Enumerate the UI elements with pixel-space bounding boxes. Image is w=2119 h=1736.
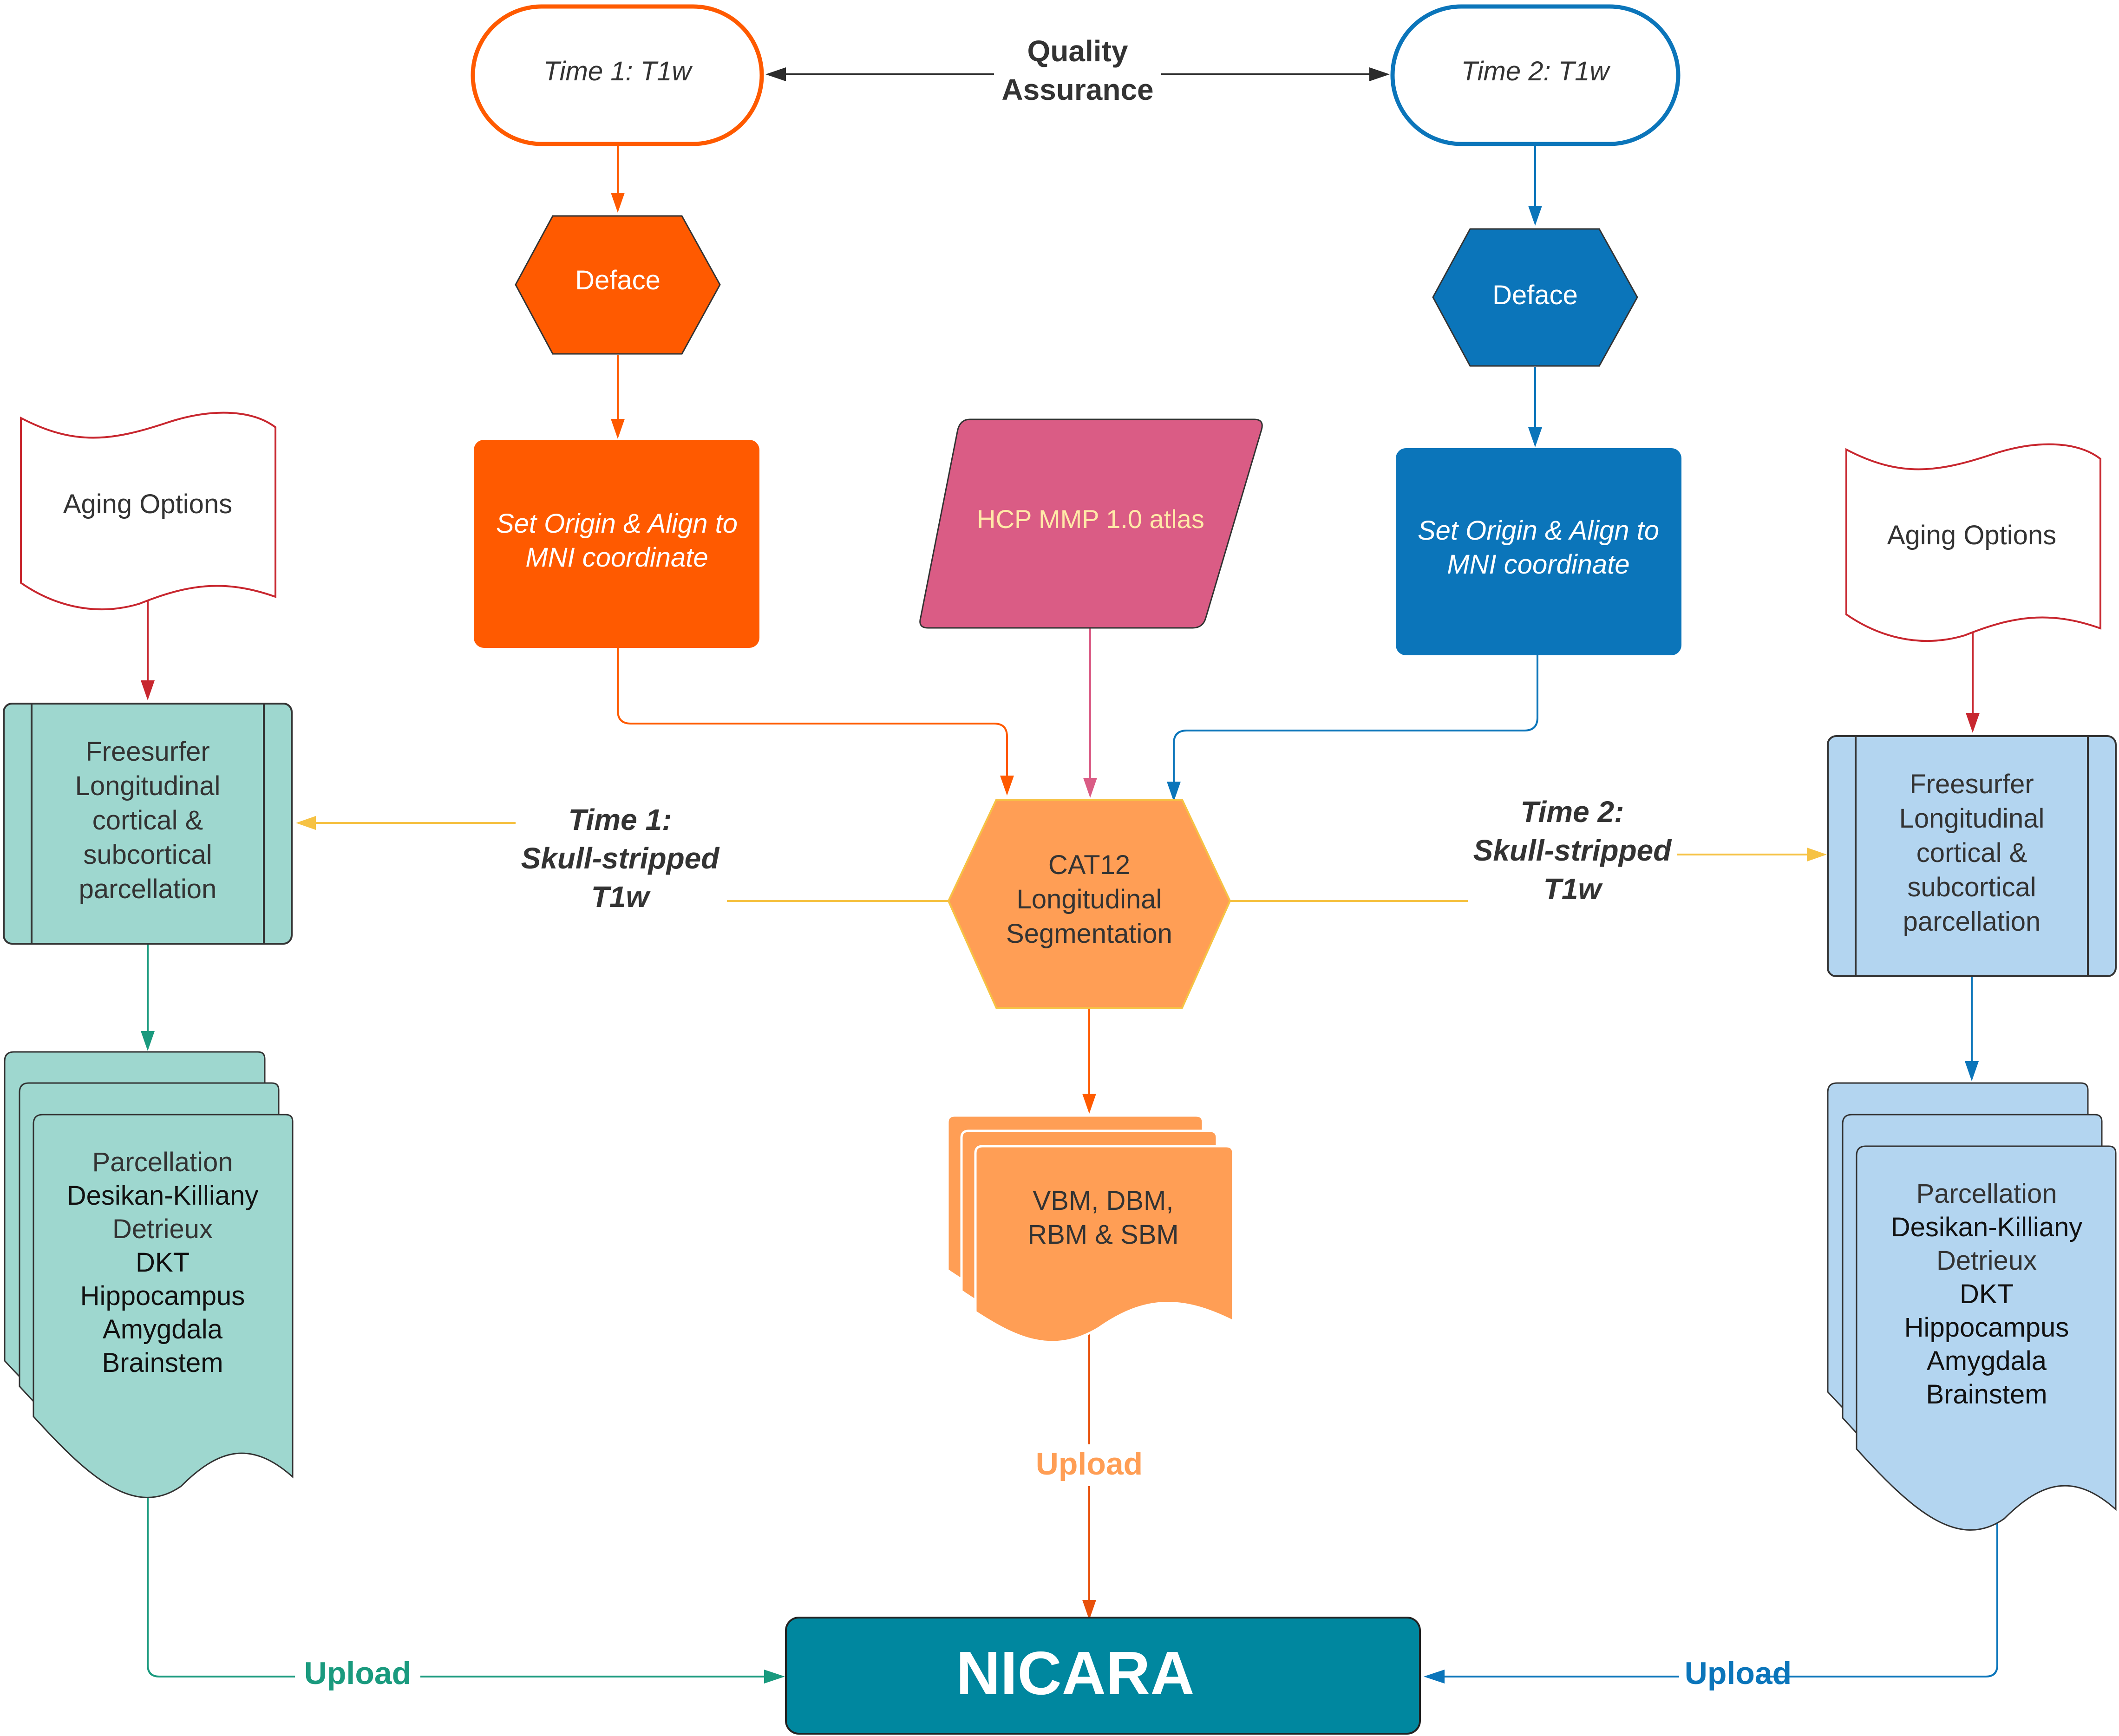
cat12-hexagon (947, 799, 1231, 1009)
upload-right-label: Upload (1685, 1656, 1792, 1691)
cat12-line2: Longitudinal (1017, 884, 1162, 914)
nicara-box (785, 1617, 1421, 1735)
parc-right-doc-front (1856, 1145, 2117, 1531)
atlas-to-cat12-head (1083, 778, 1097, 798)
freesurfer-left-line3: cortical & (92, 805, 203, 835)
parc-left-item-6: Brainstem (102, 1348, 223, 1378)
time2-align-line1: Set Origin & Align to (1418, 516, 1659, 546)
freesurfer-right-box (1827, 735, 2117, 977)
time1-input-terminal (471, 4, 764, 146)
outputs-multidoc (946, 1114, 1235, 1344)
nicara-label: NICARA (956, 1639, 1194, 1707)
atlas-parallelogram (919, 418, 1263, 629)
parc-left-item-2: Detrieux (112, 1214, 213, 1244)
aging-right-document (1845, 443, 2101, 642)
deface2-to-align-head (1528, 427, 1542, 447)
freesurfer-left-line4: subcortical (83, 840, 212, 870)
time1-align-line1: Set Origin & Align to (496, 509, 738, 539)
qa-arrowhead-right (1369, 67, 1390, 81)
cat12-line3: Segmentation (1006, 919, 1172, 949)
parc-right-item-0: Parcellation (1916, 1179, 2057, 1209)
parc-right-item-4: Hippocampus (1904, 1312, 2069, 1343)
freesurfer-right-line3: cortical & (1916, 838, 2027, 868)
right-upload-head (1424, 1670, 1445, 1684)
freesurfer-left-box (3, 703, 293, 945)
time1-input-label: Time 1: T1w (543, 56, 693, 86)
cat12-line1: CAT12 (1048, 850, 1130, 880)
parc-left-item-4: Hippocampus (80, 1281, 245, 1311)
outputs-line1: VBM, DBM, (1033, 1186, 1174, 1216)
t2-to-deface-head (1528, 206, 1542, 226)
skull2-head (1807, 848, 1827, 861)
align1-to-cat12-head (1000, 776, 1014, 796)
right-upload-line (1763, 1498, 1998, 1677)
parc-left-item-3: DKT (136, 1247, 190, 1278)
time1-align-line2: MNI coordinate (525, 542, 708, 573)
t1-to-deface-head (611, 193, 625, 213)
skull2-line2: Skull-stripped (1473, 834, 1673, 867)
time2-deface-label: Deface (1492, 280, 1578, 310)
aging-left-label: Aging Options (63, 489, 232, 519)
outputs-line2: RBM & SBM (1027, 1220, 1179, 1250)
align1-to-cat12-line (617, 648, 1008, 776)
parc-right-item-6: Brainstem (1926, 1379, 2047, 1410)
parc-right-item-3: DKT (1960, 1279, 2014, 1309)
aging-left-head (141, 680, 155, 700)
qa-arrowhead-left (765, 67, 786, 81)
skull1-head (296, 816, 316, 830)
parc-left-item-5: Amygdala (103, 1314, 223, 1344)
freesurfer-right-line5: parcellation (1903, 907, 2041, 937)
parc-right-item-2: Detrieux (1936, 1246, 2037, 1276)
parcellation-right-list: Parcellation Desikan-Killiany Detrieux D… (1891, 1179, 2083, 1410)
time2-align-box (1396, 448, 1681, 655)
time1-align-box (474, 440, 759, 648)
parc-left-doc-front (33, 1114, 294, 1498)
freesurfer-left-line5: parcellation (79, 874, 217, 904)
aging-right-head (1966, 713, 1980, 733)
time2-align-line2: MNI coordinate (1447, 549, 1629, 580)
time2-input-terminal (1390, 4, 1681, 146)
connectors (141, 67, 1998, 1684)
freesurfer-left-line2: Longitudinal (75, 771, 221, 801)
freesurfer-right-line2: Longitudinal (1899, 803, 2045, 834)
parc-left-item-0: Parcellation (92, 1147, 233, 1177)
qa-label-line1: Quality (1027, 34, 1128, 68)
time2-input-label: Time 2: T1w (1461, 56, 1611, 86)
fs-right-head (1965, 1061, 1979, 1081)
skull1-line2: Skull-stripped (521, 842, 720, 875)
time1-deface-hexagon (515, 215, 721, 355)
freesurfer-right-line4: subcortical (1907, 872, 2036, 902)
fs-left-head (141, 1031, 155, 1051)
skull2-line1: Time 2: (1521, 795, 1624, 829)
align2-to-cat12-head (1167, 782, 1181, 802)
parcellation-left-list: Parcellation Desikan-Killiany Detrieux D… (67, 1147, 259, 1378)
outputs-doc-front (974, 1145, 1235, 1344)
freesurfer-left-line1: Freesurfer (85, 737, 210, 767)
parcellation-right-multidoc (1827, 1082, 2117, 1531)
upload-to-nicara-head (1082, 1600, 1096, 1620)
align2-to-cat12-line (1173, 655, 1538, 782)
skull1-line1: Time 1: (569, 803, 672, 836)
upload-center-label: Upload (1036, 1446, 1143, 1481)
left-upload-head (764, 1670, 785, 1684)
parc-left-item-1: Desikan-Killiany (67, 1181, 259, 1211)
parcellation-left-multidoc (4, 1051, 294, 1498)
atlas-label: HCP MMP 1.0 atlas (977, 504, 1204, 534)
left-upload-line (147, 1463, 295, 1677)
parc-right-item-1: Desikan-Killiany (1891, 1212, 2083, 1242)
skull2-line3: T1w (1543, 872, 1603, 906)
parc-right-item-5: Amygdala (1927, 1346, 2047, 1376)
deface1-to-align-head (611, 419, 625, 439)
time1-deface-label: Deface (575, 265, 661, 295)
freesurfer-right-line1: Freesurfer (1910, 769, 2034, 799)
upload-left-label: Upload (304, 1656, 411, 1691)
aging-left-document (20, 411, 276, 611)
skull1-line3: T1w (591, 880, 651, 914)
aging-right-label: Aging Options (1887, 520, 2056, 550)
cat12-to-outputs-head (1082, 1094, 1096, 1114)
qa-label-line2: Assurance (1001, 73, 1153, 106)
time2-deface-hexagon (1432, 228, 1638, 367)
